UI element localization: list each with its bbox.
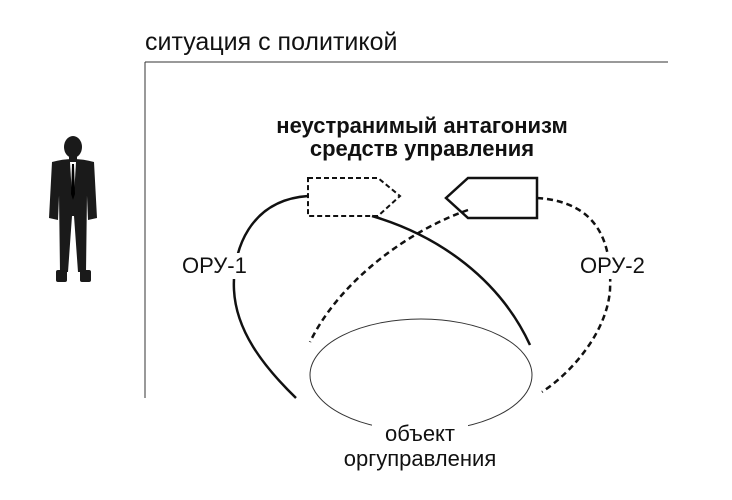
person-in-suit-icon	[49, 136, 97, 282]
object-label-bg	[372, 422, 468, 444]
antagonism-headline-line2: средств управления	[310, 136, 534, 161]
dashed-arrow-box	[307, 177, 402, 217]
oru1-left-curve	[232, 194, 309, 399]
oru2-label-bg	[578, 253, 650, 279]
oru2-crossing-curve	[308, 208, 469, 343]
antagonism-headline-line1: неустранимый антагонизм	[276, 113, 567, 138]
solid-arrow-box	[444, 176, 539, 220]
oru1-label: ОРУ-1	[182, 253, 247, 278]
oru1-label-bg	[180, 253, 252, 279]
oru2-label: ОРУ-2	[580, 253, 645, 278]
oru2-right-curve	[536, 196, 612, 394]
object-label-line1: объект	[385, 421, 455, 446]
oru1-crossing-curve	[371, 214, 532, 346]
object-label-line2: оргуправления	[344, 446, 497, 471]
diagram-title: ситуация с политикой	[145, 28, 397, 56]
object-ellipse	[309, 318, 533, 432]
